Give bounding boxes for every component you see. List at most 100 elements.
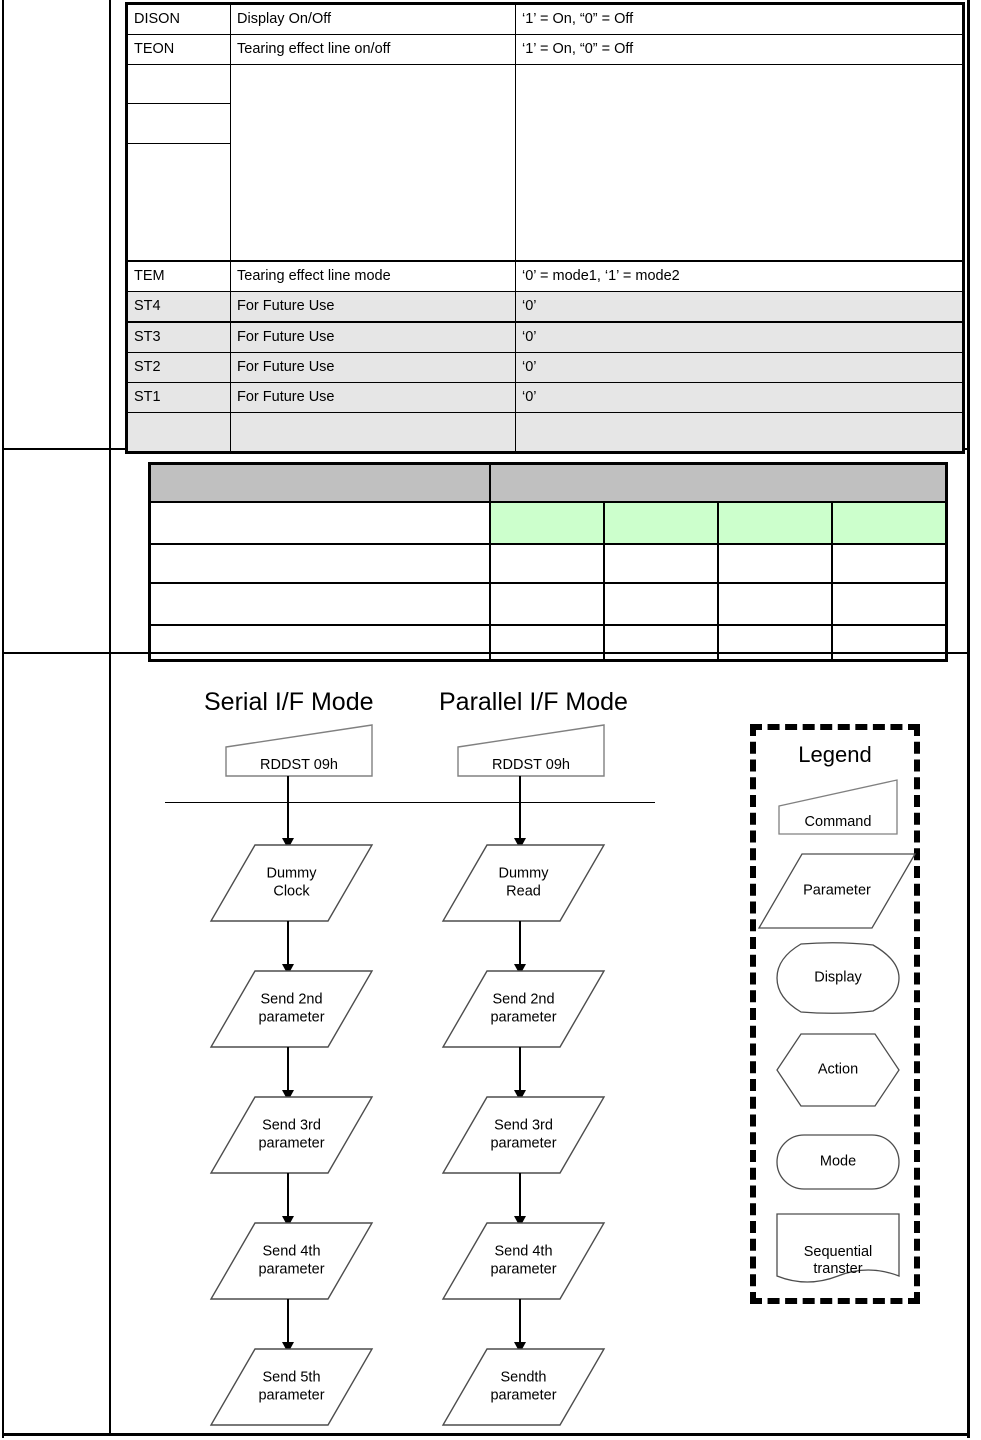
serial-node-param4[interactable]: Send 4th parameter xyxy=(209,1221,374,1301)
connector-line xyxy=(519,1047,521,1095)
cell-desc: For Future Use xyxy=(230,382,516,413)
cell-bit: ST2 xyxy=(126,352,231,383)
arrow-head xyxy=(282,964,294,975)
cell xyxy=(148,624,491,662)
legend-parameter-label: Parameter xyxy=(803,882,871,899)
arrow-head xyxy=(514,1342,526,1353)
arrow-head xyxy=(514,1216,526,1227)
legend-sequential-label: Sequential transter xyxy=(803,1244,873,1278)
cell xyxy=(717,543,834,584)
table-row xyxy=(148,582,948,626)
cell-desc: For Future Use xyxy=(230,352,516,383)
cell-desc: For Future Use xyxy=(230,321,516,353)
legend-display-label: Display xyxy=(814,969,862,986)
cell xyxy=(488,582,606,626)
legend-mode-label: Mode xyxy=(819,1153,857,1170)
cell-bit: ST3 xyxy=(126,321,231,353)
connector-line xyxy=(287,1299,289,1347)
grid-table-container xyxy=(148,462,948,662)
cell-bit: TEM xyxy=(126,260,231,292)
serial-mode-title: Serial I/F Mode xyxy=(204,688,374,716)
cell-val: ‘0’ xyxy=(515,321,964,353)
legend-sequential-shape: Sequential transter xyxy=(775,1212,901,1290)
header-cell-label xyxy=(148,462,491,503)
connector-line xyxy=(519,1299,521,1347)
header-cell-values xyxy=(489,462,948,503)
cell-bit xyxy=(126,412,231,453)
parallel-command-shape[interactable]: RDDST 09h xyxy=(456,723,606,778)
cell-bit xyxy=(126,143,231,262)
cell-desc xyxy=(230,64,516,262)
legend-command-label: Command xyxy=(804,814,872,830)
cell xyxy=(831,624,948,662)
cell-val: ‘1’ = On, “0” = Off xyxy=(515,34,964,65)
parallel-node-param3[interactable]: Send 3rd parameter xyxy=(441,1095,606,1175)
serial-node-param2[interactable]: Send 2nd parameter xyxy=(209,969,374,1049)
cell-val: ‘0’ xyxy=(515,382,964,413)
cell-val xyxy=(515,64,964,262)
cell-highlight xyxy=(603,501,720,545)
arrow-head xyxy=(514,1090,526,1101)
table-row xyxy=(126,143,964,262)
connector-line xyxy=(287,921,289,969)
arrow-head xyxy=(514,838,526,849)
parallel-node-dummy-read[interactable]: Dummy Read xyxy=(441,843,606,923)
cell-val: ‘1’ = On, “0” = Off xyxy=(515,3,964,35)
cell-val: ‘0’ xyxy=(515,291,964,323)
parallel-node-paramN[interactable]: Sendth parameter xyxy=(441,1347,606,1427)
cell-val xyxy=(515,412,964,453)
page-border-bottom xyxy=(2,1433,970,1436)
register-table-container: DISON Display On/Off ‘1’ = On, “0” = Off… xyxy=(125,2,965,454)
table-row xyxy=(126,412,964,453)
table-row: ST2 For Future Use ‘0’ xyxy=(126,352,964,383)
cell-desc: For Future Use xyxy=(230,291,516,323)
cell-bit xyxy=(126,103,231,144)
table-row: DISON Display On/Off ‘1’ = On, “0” = Off xyxy=(126,3,964,35)
arrow-head xyxy=(282,1090,294,1101)
legend-box xyxy=(750,724,920,1304)
serial-node-param3[interactable]: Send 3rd parameter xyxy=(209,1095,374,1175)
cell xyxy=(148,582,491,626)
cell xyxy=(488,543,606,584)
cell-bit: TEON xyxy=(126,34,231,65)
page-border-left xyxy=(2,0,4,1438)
grid-table xyxy=(148,462,948,662)
legend-action-shape: Action xyxy=(775,1032,901,1108)
register-table: DISON Display On/Off ‘1’ = On, “0” = Off… xyxy=(125,2,965,454)
cell xyxy=(148,543,491,584)
cell xyxy=(603,582,720,626)
connector-line xyxy=(519,921,521,969)
legend-action-label: Action xyxy=(817,1061,859,1078)
cell xyxy=(831,582,948,626)
connector-line xyxy=(519,776,521,841)
parallel-node-param4[interactable]: Send 4th parameter xyxy=(441,1221,606,1301)
connector-line xyxy=(287,776,289,841)
cell-highlight xyxy=(488,501,606,545)
parallel-node-param2[interactable]: Send 2nd parameter xyxy=(441,969,606,1049)
serial-node-dummy-clock[interactable]: Dummy Clock xyxy=(209,843,374,923)
cell xyxy=(717,582,834,626)
legend-command-shape: Command xyxy=(777,778,899,836)
serial-node-param5[interactable]: Send 5th parameter xyxy=(209,1347,374,1427)
arrow-head xyxy=(514,964,526,975)
cell-highlight xyxy=(717,501,834,545)
cell-bit: ST1 xyxy=(126,382,231,413)
cell-bit: DISON xyxy=(126,3,231,35)
cell-desc: Display On/Off xyxy=(230,3,516,35)
cell-highlight xyxy=(831,501,948,545)
arrow-head xyxy=(282,838,294,849)
cell xyxy=(717,624,834,662)
parallel-mode-title: Parallel I/F Mode xyxy=(439,688,628,716)
cell xyxy=(488,624,606,662)
table-row xyxy=(126,103,964,144)
serial-command-shape[interactable]: RDDST 09h xyxy=(224,723,374,778)
table-row xyxy=(148,501,948,545)
cell xyxy=(603,624,720,662)
arrow-head xyxy=(282,1216,294,1227)
cell xyxy=(831,543,948,584)
cell-desc: Tearing effect line on/off xyxy=(230,34,516,65)
table-header-row xyxy=(148,462,948,503)
cell xyxy=(603,543,720,584)
section-divider xyxy=(165,802,655,803)
